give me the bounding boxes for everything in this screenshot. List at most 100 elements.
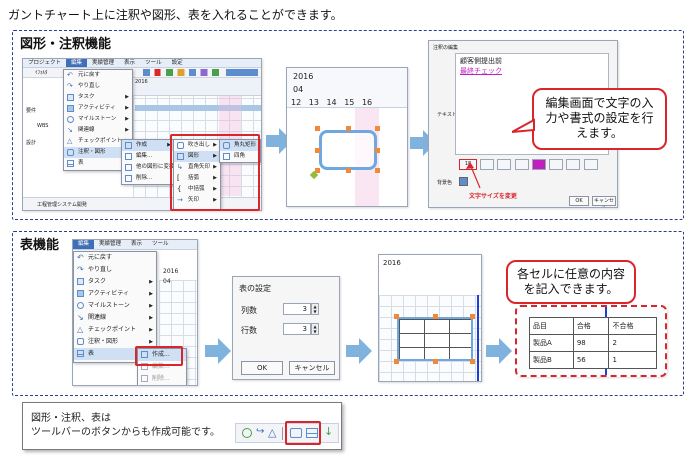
menu-view[interactable]: 表示 xyxy=(124,60,136,66)
table-cell[interactable]: 2 xyxy=(608,334,657,352)
menu-settings[interactable]: 設定 xyxy=(171,60,183,66)
link-tool-icon[interactable]: ↪ xyxy=(256,426,265,437)
menu-item-milestone[interactable]: マイルストーン▶ xyxy=(64,114,132,125)
table-cell[interactable]: 98 xyxy=(572,334,610,352)
menu-item-create[interactable]: 作成▶ xyxy=(122,140,174,151)
resize-handle[interactable] xyxy=(375,126,380,131)
menu-item-milestone[interactable]: マイルストーン▶ xyxy=(74,300,156,312)
menu-project[interactable]: プロジェクト xyxy=(28,60,62,66)
menu-item-rect[interactable]: 四角 xyxy=(220,151,260,162)
section-table xyxy=(12,231,684,396)
arrow-icon: → xyxy=(177,196,183,204)
canvas-rounded-shape[interactable] xyxy=(319,130,377,170)
table-cell[interactable]: 1 xyxy=(608,351,657,369)
resize-handle[interactable] xyxy=(315,148,320,153)
resize-handle[interactable] xyxy=(375,168,380,173)
menu-item-arrow[interactable]: →矢印▶ xyxy=(177,196,217,204)
menu-item-annotation[interactable]: 注釈・図形▶ xyxy=(74,336,156,348)
menu-item-activity[interactable]: アクティビティ▶ xyxy=(74,288,156,300)
canvas2-table[interactable] xyxy=(397,317,473,361)
cols-stepper[interactable]: 3 xyxy=(283,303,311,315)
align-left-button[interactable] xyxy=(549,159,564,170)
menu-item-undo[interactable]: ↶元に戻す xyxy=(77,253,113,262)
align-right-button[interactable] xyxy=(583,159,598,170)
menu-item-checkpoint[interactable]: △チェックポイント▶ xyxy=(77,325,153,334)
menu-view[interactable]: 表示 xyxy=(131,241,143,247)
table-tool-icon[interactable] xyxy=(306,428,318,438)
menu-item-delete[interactable]: 削除... xyxy=(122,173,174,184)
menu-actual[interactable]: 実績管理 xyxy=(92,60,115,66)
table-header-cell[interactable]: 合格 xyxy=(572,317,610,335)
table-cell[interactable]: 56 xyxy=(572,351,610,369)
menu-edit[interactable]: 編集 xyxy=(66,59,88,67)
table-header-cell[interactable]: 不合格 xyxy=(608,317,657,335)
resize-handle[interactable] xyxy=(470,359,475,364)
rows-stepper-arrows[interactable]: ▲▼ xyxy=(311,323,319,335)
resize-handle[interactable] xyxy=(394,359,399,364)
menu-item-table-delete[interactable]: 削除... xyxy=(138,373,186,385)
ok-button[interactable]: OK xyxy=(569,196,589,206)
annotation-tool-icon[interactable] xyxy=(290,428,302,438)
table-settings-dialog: 表の設定 列数 3 ▲▼ 行数 3 ▲▼ OK キャンセル xyxy=(232,276,340,380)
align-center-button[interactable] xyxy=(566,159,581,170)
menu-edit[interactable]: 編集 xyxy=(73,240,95,249)
resize-handle[interactable] xyxy=(433,314,438,319)
color-button[interactable] xyxy=(531,159,546,170)
cols-stepper-arrows[interactable]: ▲▼ xyxy=(311,303,319,315)
table-cell[interactable]: 製品A xyxy=(529,334,574,352)
table-header-cell[interactable]: 品目 xyxy=(529,317,574,335)
menu-item-task[interactable]: タスク▶ xyxy=(64,92,132,103)
menu-actual[interactable]: 実績管理 xyxy=(99,241,122,247)
menu-item-activity[interactable]: アクティビティ▶ xyxy=(64,103,132,114)
link-icon: ↘ xyxy=(77,313,84,322)
bold-button[interactable] xyxy=(480,159,495,170)
menu-item-link[interactable]: ↘関連線▶ xyxy=(67,126,129,134)
table-cancel-button[interactable]: キャンセル xyxy=(289,361,335,375)
menu-item-rounded-rect[interactable]: 角丸矩形 xyxy=(220,140,260,151)
table-cell[interactable]: 製品B xyxy=(529,351,574,369)
menu-item-edit[interactable]: 編集... xyxy=(122,151,174,162)
menu-item-callout[interactable]: 吹き出し▶ xyxy=(174,140,220,151)
menu-item-convert[interactable]: 他の図形に変換 xyxy=(122,162,175,173)
menu-item-undo[interactable]: ↶元に戻す xyxy=(67,71,101,79)
menu-item-right-arrow[interactable]: ↳直角矢印▶ xyxy=(177,163,217,171)
down-arrow-icon[interactable]: ↓ xyxy=(324,425,334,438)
create-icon xyxy=(125,142,132,149)
menu-item-shape[interactable]: 図形▶ xyxy=(174,151,220,162)
menu-item-redo[interactable]: ↷やり直し xyxy=(77,265,113,274)
italic-button[interactable] xyxy=(497,159,512,170)
bg-color-swatch[interactable] xyxy=(459,177,468,186)
table-dialog-title: 表の設定 xyxy=(239,284,271,293)
font-size-select[interactable]: 18 xyxy=(459,159,477,170)
cancel-button[interactable]: キャンセル xyxy=(592,196,616,207)
menu-item-brace[interactable]: {中括弧▶ xyxy=(177,185,217,193)
resize-handle[interactable] xyxy=(315,168,320,173)
footer-note-line1: 図形・注釈、表は xyxy=(31,413,111,424)
menu-item-table-create[interactable]: 作成... xyxy=(138,349,186,361)
resize-handle[interactable] xyxy=(346,126,351,131)
menu-item-table-edit[interactable]: 編集... xyxy=(138,361,186,373)
resize-handle[interactable] xyxy=(315,126,320,131)
menu-tools[interactable]: ツール xyxy=(152,241,169,247)
resize-handle[interactable] xyxy=(394,314,399,319)
menu-item-link[interactable]: ↘関連線▶ xyxy=(77,313,153,322)
resize-handle[interactable] xyxy=(346,168,351,173)
menu-item-bracket[interactable]: [括弧▶ xyxy=(177,174,217,182)
separator-icon xyxy=(282,427,283,440)
task-icon xyxy=(67,94,74,101)
milestone-tool-icon[interactable] xyxy=(242,428,252,438)
gantt-header: 2016 xyxy=(133,78,261,96)
gantt-year-2: 2016 xyxy=(163,268,179,275)
resize-handle[interactable] xyxy=(470,314,475,319)
resize-handle[interactable] xyxy=(433,359,438,364)
text-line-1: 顧客側提出前 xyxy=(460,57,502,65)
checkpoint-tool-icon[interactable]: △ xyxy=(268,426,277,439)
underline-button[interactable] xyxy=(514,159,529,170)
rows-stepper[interactable]: 3 xyxy=(283,323,311,335)
table-ok-button[interactable]: OK xyxy=(241,361,283,375)
table-submenu: 作成... 編集... 削除... xyxy=(137,348,187,385)
menu-item-redo[interactable]: ↷やり直し xyxy=(67,82,101,90)
resize-handle[interactable] xyxy=(375,148,380,153)
menu-item-task[interactable]: タスク▶ xyxy=(74,276,156,288)
menu-tools[interactable]: ツール xyxy=(145,60,162,66)
